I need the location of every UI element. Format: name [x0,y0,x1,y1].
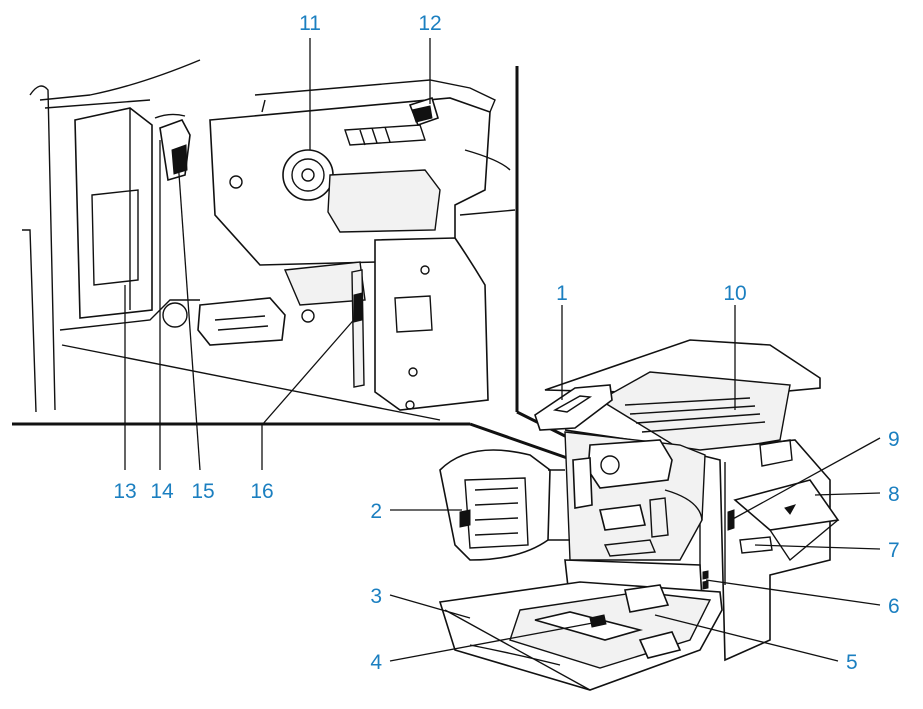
waste-toner-box [74,107,153,319]
front-door-ribs [474,487,519,536]
toner-lever-grip [171,144,188,175]
inset-frame-connector-bottom [469,422,574,462]
operation-panel-display [552,395,593,413]
paper-length-guide [534,611,644,641]
inset-magnified-view [12,59,574,462]
leader-5 [654,614,839,662]
paper-width-guide [739,536,773,554]
callout-15: 15 [191,480,214,503]
leader-6 [705,579,881,606]
drum-unit [283,261,366,306]
top-frame-edge [39,59,201,101]
toner-top-ribs [359,126,391,146]
drum-screw [301,309,315,323]
callout-4: 4 [370,651,382,674]
leader-7 [754,544,881,550]
lever-bracket [154,113,186,119]
printer-body-right [564,429,831,662]
callout-14: 14 [150,480,174,503]
toner-release-dial-inner [291,158,325,192]
left-frame-edge [22,229,37,413]
leader-3 [389,594,471,619]
callout-5: 5 [846,651,858,674]
frame-hole-mid [408,367,418,377]
front-door-hinge [548,469,570,541]
frame-cutout [394,295,433,333]
callout-10: 10 [723,282,746,305]
waste-toner-box-label [91,189,139,286]
callout-9: 9 [888,428,900,451]
front-door-latch [459,509,471,528]
callout-2: 2 [370,500,382,523]
left-frame-outline [29,85,56,411]
paper-cassette-handle [469,644,561,666]
toner-lock-lever-grip [411,105,433,123]
leader-4 [389,621,599,662]
callout-16: 16 [250,480,273,503]
inner-waste-toner-box [572,457,593,509]
multipurpose-tray-arrow [784,504,797,515]
paper-cassette-front-edge [444,609,591,691]
callout-12: 12 [418,12,441,35]
callout-3: 3 [370,585,382,608]
frame-background-lines [459,149,516,216]
inner-frame-plate [649,497,669,538]
frame-hole-bottom [405,400,415,410]
toner-release-dial-center [301,168,315,182]
frame-hole-top [420,265,430,275]
inner-toner-dial [600,455,620,475]
right-side-vent [759,439,793,467]
leader-9 [730,437,881,521]
toner-screw [229,175,243,189]
toner-top-slot [344,124,426,146]
callout-1: 1 [556,282,568,305]
output-tray-paper [624,397,766,433]
callout-8: 8 [888,483,900,506]
callout-6: 6 [888,595,900,618]
inner-curve [664,489,703,521]
callout-11: 11 [299,12,321,35]
toner-container-handle [327,169,441,233]
leader-16 [261,314,359,470]
top-frame-inner [44,99,151,109]
leader-lines [124,38,881,662]
leader-8 [814,492,881,496]
printer-main-view [438,339,840,691]
leader-15 [177,159,201,471]
feed-roller [162,302,188,328]
cleaning-rod-grip [353,292,363,323]
paper-width-guide-rear [624,584,670,613]
paper-gauge [702,570,709,590]
toner-cover-hinge [261,99,266,113]
cleaning-rod [351,269,365,388]
inner-developer-unit [599,504,646,531]
front-door [439,449,551,561]
paper-width-guide-front [638,631,682,659]
callout-7: 7 [888,539,900,562]
toner-cover-top [254,79,496,113]
callout-13: 13 [113,480,136,503]
multipurpose-tray-side [769,519,839,562]
housing-handle [603,539,657,557]
developer-unit-slots [214,315,269,331]
toner-release-dial [282,149,334,201]
developer-unit [197,297,286,346]
paper-length-guide-tab [589,614,607,628]
callout-labels: 11 12 13 14 15 16 1 10 2 3 4 5 6 7 8 9 [113,12,899,674]
